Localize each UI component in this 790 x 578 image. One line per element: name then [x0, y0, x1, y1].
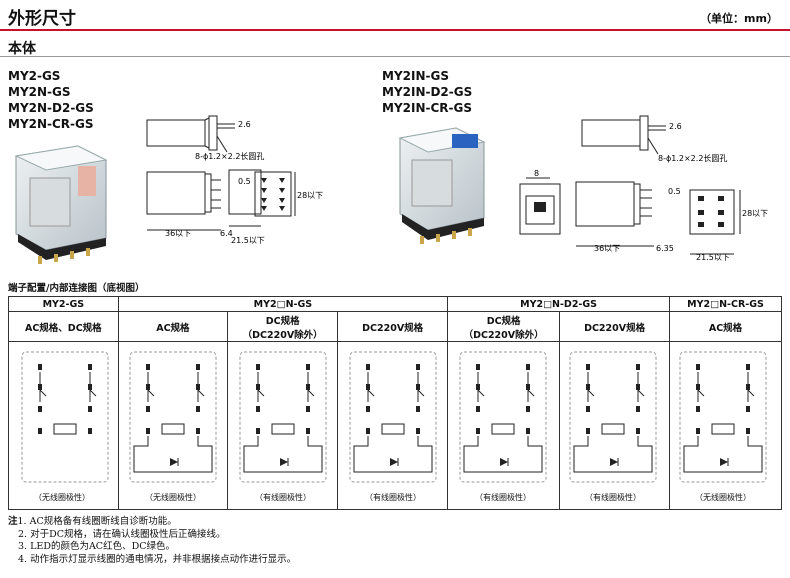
note-item: 2. 对于DC规格，请在确认线圈极性后正确接线。 [18, 528, 226, 540]
model-name: MY2IN-D2-GS [382, 85, 473, 99]
table-subheader: DC规格 （DC220V除外） [227, 311, 339, 342]
dim-label: 36以下 [165, 229, 191, 238]
dim-label: 21.5以下 [696, 253, 730, 262]
page-title: 外形尺寸 [8, 9, 76, 29]
polarity-label: （无线圈极性） [34, 493, 90, 502]
terminal-section-title: 端子配置/内部连接图（底视图） [8, 283, 145, 294]
dim-label: 2.6 [238, 120, 251, 129]
dim-label: 28以下 [297, 191, 323, 200]
model-name: MY2IN-CR-GS [382, 101, 472, 115]
polarity-label: （有线圈极性） [475, 493, 531, 502]
note-item: 4. 动作指示灯显示线圈的通电情况，并非根据接点动作进行显示。 [18, 553, 297, 565]
table-header: MY2-GS [8, 296, 119, 312]
section-divider [0, 56, 790, 57]
dim-label: 6.35 [656, 244, 674, 253]
polarity-label: （有线圈极性） [255, 493, 311, 502]
table-subheader: AC规格 [117, 311, 229, 342]
dim-label: 8-ϕ1.2×2.2长圆孔 [195, 151, 264, 161]
notes-label: 注 [8, 516, 18, 527]
table-subheader: DC220V规格 [559, 311, 671, 342]
title-divider [0, 29, 790, 31]
table-header: MY2□N-D2-GS [447, 296, 671, 312]
model-list-right: MY2IN-GS MY2IN-D2-GS MY2IN-CR-GS [382, 68, 472, 116]
wiring-diagram [239, 351, 327, 483]
wiring-diagram [129, 351, 217, 483]
wiring-diagram [679, 351, 767, 483]
relay-photo-left [14, 145, 108, 264]
table-subheader: AC规格、DC规格 [8, 311, 119, 342]
model-list-left: MY2-GS MY2N-GS MY2N-D2-GS MY2N-CR-GS [8, 68, 94, 132]
table-header: MY2□N-CR-GS [669, 296, 782, 312]
dim-label: 21.5以下 [231, 236, 265, 245]
note-item: 1. AC规格备有线圈断线自诊断功能。 [17, 516, 177, 527]
dim-label: 36以下 [594, 244, 620, 253]
bottom-view-left: 28以下 [254, 171, 323, 217]
section-title: 本体 [8, 41, 36, 57]
model-name: MY2-GS [8, 69, 61, 83]
polarity-label: （无线圈极性） [145, 493, 201, 502]
polarity-label: （无线圈极性） [695, 493, 751, 502]
dim-label: 0.5 [668, 187, 681, 196]
table-subheader: DC220V规格 [337, 311, 449, 342]
model-name: MY2N-D2-GS [8, 101, 94, 115]
dim-label: 0.5 [238, 177, 251, 186]
polarity-label: （有线圈极性） [365, 493, 421, 502]
wiring-diagram [21, 351, 109, 483]
polarity-label: （有线圈极性） [585, 493, 641, 502]
dim-label: 8-ϕ1.2×2.2长圆孔 [658, 153, 727, 163]
dimension-drawing-left: 2.6 8-ϕ1.2×2.2长圆孔 0.5 36以下 6.4 21.5以下 [146, 115, 265, 245]
wiring-diagram [349, 351, 437, 483]
relay-photo-right [398, 127, 486, 244]
dim-label: 8 [534, 169, 539, 178]
dim-label: 2.6 [669, 122, 682, 131]
dimension-drawing-right: 8 2.6 8-ϕ1.2×2.2长圆孔 0.5 28以下 36以下 6.35 2… [519, 115, 768, 262]
table-subheader: DC规格 （DC220V除外） [447, 311, 561, 342]
wiring-diagram [569, 351, 657, 483]
table-subheader: AC规格 [669, 311, 782, 342]
model-name: MY2IN-GS [382, 69, 449, 83]
wiring-diagram [459, 351, 547, 483]
unit-label: （单位：mm） [700, 12, 778, 25]
dim-label: 28以下 [742, 209, 768, 218]
model-name: MY2N-CR-GS [8, 117, 94, 131]
note-item: 3. LED的颜色为AC红色、DC绿色。 [18, 541, 175, 552]
model-name: MY2N-GS [8, 85, 71, 99]
notes: 注1. AC规格备有线圈断线自诊断功能。 2. 对于DC规格，请在确认线圈极性后… [8, 516, 296, 566]
table-header: MY2□N-GS [117, 296, 449, 312]
dim-label: 6.4 [220, 229, 233, 238]
